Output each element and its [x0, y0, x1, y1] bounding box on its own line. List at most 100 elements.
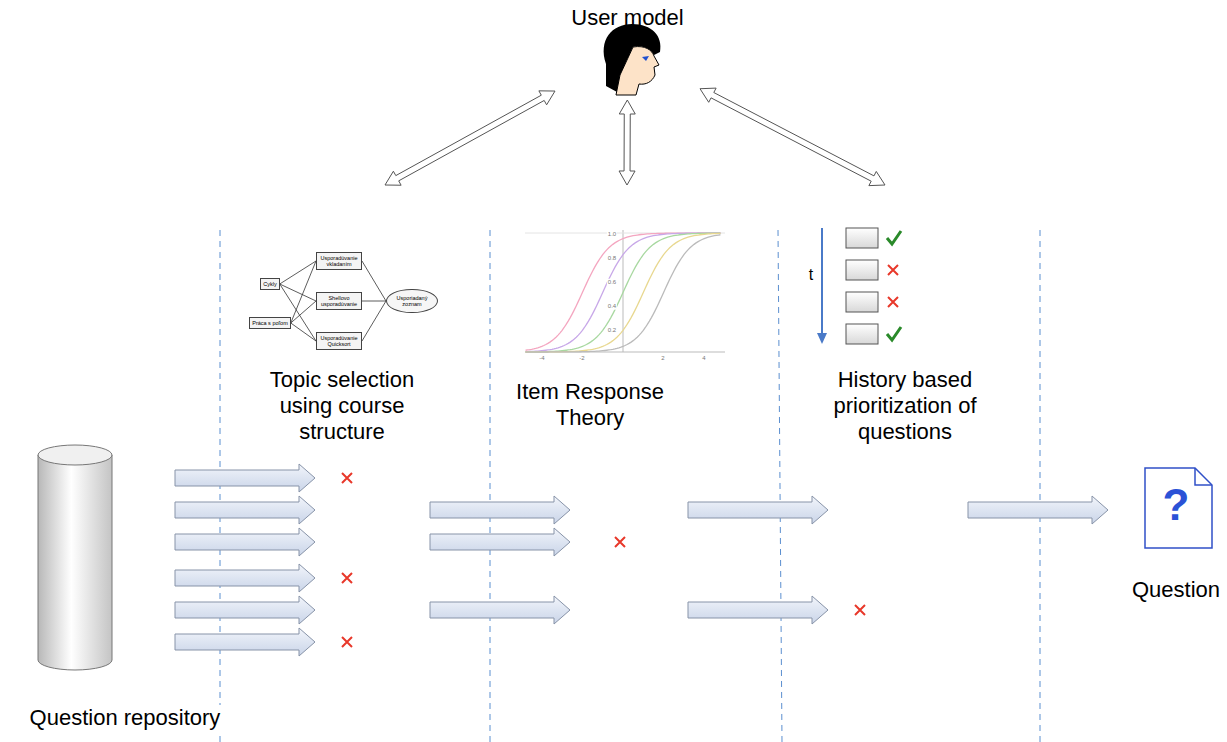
separator-line — [490, 230, 491, 742]
wrong-mark — [888, 297, 898, 307]
label-slot: 0.2 — [607, 327, 617, 334]
pipeline-stage: CyklyPráca s poľom Usporadúvanie vkladaní… — [220, 185, 490, 742]
axis-tick: 4 — [701, 355, 706, 362]
separator-line — [778, 230, 782, 742]
pipeline-stage: History based prioritization of question… — [778, 185, 1040, 742]
axis-tick: 0.2 — [607, 327, 617, 334]
label-slot: 0.4 — [607, 303, 617, 310]
label-slot: 0.6 — [607, 279, 617, 286]
axis-tick: 1.0 — [607, 231, 617, 238]
model-link-arrow — [385, 91, 555, 185]
topic-label: Shellovo usporadúvanie — [319, 295, 359, 308]
flow-arrow — [175, 596, 315, 624]
column-separators — [220, 230, 1040, 742]
flow-arrow — [688, 496, 828, 524]
label-slot: 1.0 — [607, 231, 617, 238]
repository-cylinder — [38, 445, 112, 670]
question-document — [1145, 468, 1212, 548]
flow-arrow — [430, 596, 570, 624]
user-model: User model — [555, 2, 700, 100]
topic-label: Práca s poľom — [252, 320, 288, 326]
correct-mark — [887, 231, 901, 244]
axis-tick: 0.4 — [607, 303, 617, 310]
node-label: Item Response Theory — [505, 379, 675, 431]
flow-arrow — [175, 496, 315, 524]
answer-box — [846, 260, 878, 280]
prerequisite-line — [362, 261, 386, 301]
node-label: History based prioritization of question… — [825, 367, 985, 445]
rejection-marks — [342, 473, 865, 647]
irt-curve — [526, 233, 721, 352]
answer-box — [846, 228, 878, 248]
flow-arrow — [175, 564, 315, 592]
label-slot: t — [808, 266, 814, 284]
answer-box — [846, 292, 878, 312]
prerequisite-line — [291, 323, 316, 341]
topic-box: Cykly — [260, 278, 279, 290]
prerequisite-line — [362, 301, 386, 341]
user-icon — [604, 24, 661, 95]
axis-tick: 0.8 — [607, 255, 617, 262]
axis-tick: -2 — [578, 355, 585, 362]
label-slot: -4 — [538, 355, 545, 362]
label-slot: 2 — [660, 355, 665, 362]
node-label: User model — [571, 5, 683, 31]
node-label: Question — [1132, 577, 1220, 603]
node-label: ? — [1163, 480, 1190, 530]
topic-label: Usporadúvanie vkladaním — [319, 255, 359, 268]
reject-mark — [855, 605, 865, 615]
prerequisite-line — [291, 301, 316, 323]
irt-curve — [526, 235, 721, 352]
topic-label: Usporadúvanie Quicksort — [319, 335, 359, 348]
separator-line — [1040, 230, 1041, 742]
flow-arrow — [175, 464, 315, 492]
axis-tick: -4 — [538, 355, 545, 362]
prerequisite-line — [362, 301, 386, 302]
flow-arrow — [968, 496, 1108, 524]
question-repository: Question repository — [8, 440, 242, 738]
prerequisite-line — [291, 261, 316, 323]
label-slot: 0.8 — [607, 255, 617, 262]
irt-chart — [525, 230, 725, 352]
user-eye — [642, 56, 649, 61]
model-link-arrow — [700, 88, 885, 186]
reject-mark — [342, 573, 352, 583]
flow-arrow — [175, 628, 315, 656]
prerequisite-line — [280, 261, 316, 284]
model-link-arrow — [619, 100, 635, 185]
topic-box: Práca s poľom — [249, 317, 291, 329]
question-output: ? Question — [1128, 465, 1224, 605]
flow-arrow — [430, 496, 570, 524]
topic-box: Shellovo usporadúvanie — [316, 292, 362, 311]
reject-mark — [615, 537, 625, 547]
topic-ellipse: Usporiadaný zoznam — [386, 289, 438, 314]
document-outline — [1145, 468, 1212, 548]
reject-mark — [342, 473, 352, 483]
topic-label: Cykly — [263, 281, 276, 287]
topic-label: Usporiadaný zoznam — [392, 295, 432, 308]
answer-box — [846, 324, 878, 344]
label-slot: -2 — [578, 355, 585, 362]
document-fold — [1195, 468, 1212, 485]
time-arrow — [821, 228, 823, 334]
flow-arrow — [688, 596, 828, 624]
wrong-mark — [888, 265, 898, 275]
cylinder-top — [38, 445, 112, 465]
prerequisite-line — [280, 284, 316, 341]
user-face — [616, 47, 659, 95]
cylinder-body — [38, 455, 112, 670]
irt-curve — [526, 233, 721, 352]
axis-tick: 2 — [660, 355, 665, 362]
node-label: Topic selection using course structure — [247, 367, 437, 445]
topic-box: Usporadúvanie Quicksort — [316, 332, 362, 351]
time-arrow-head — [817, 333, 827, 344]
irt-curve — [526, 233, 721, 352]
axis-tick: 0.6 — [607, 279, 617, 286]
flow-arrow — [430, 528, 570, 556]
topic-box: Usporadúvanie vkladaním — [316, 252, 362, 271]
label-slot: 4 — [701, 355, 706, 362]
